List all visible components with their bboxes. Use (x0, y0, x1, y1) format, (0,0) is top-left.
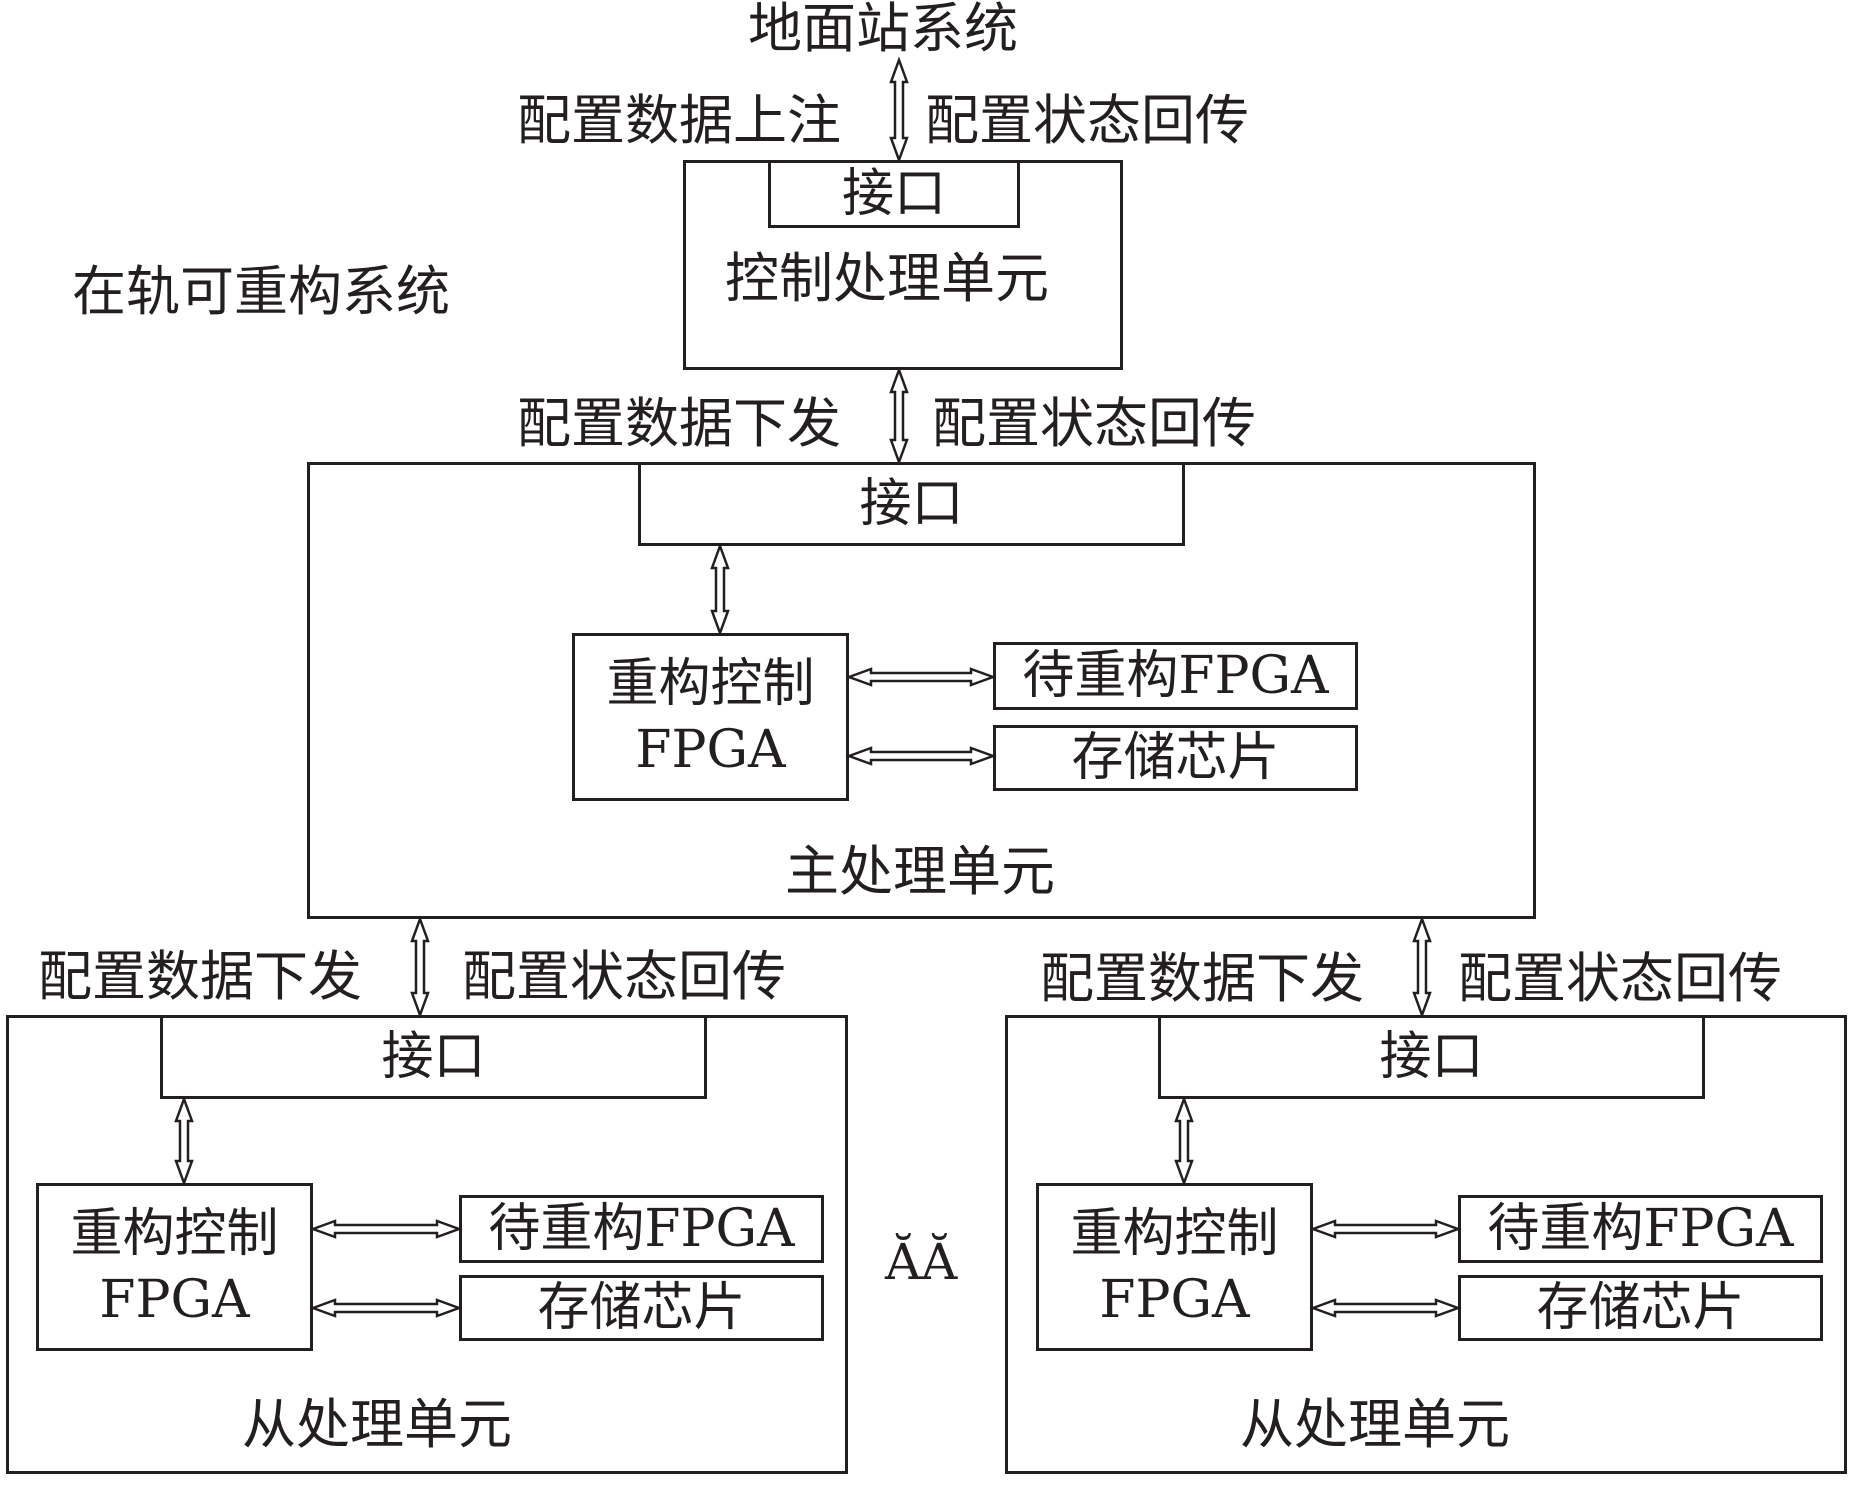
slave-right-reconfig-fpga-box: 重构控制 FPGA (1036, 1183, 1313, 1351)
arrow-main-to-slave-right (1412, 915, 1432, 1019)
main-reconfig-fpga-line2: FPGA (635, 720, 786, 780)
main-interface-box: 接口 (638, 462, 1185, 546)
system-label: 在轨可重构系统 (72, 260, 450, 323)
control-unit-label: 控制处理单元 (725, 247, 1049, 310)
slave-left-reconfig-fpga-line1: 重构控制 (70, 1204, 279, 1264)
slave-right-status-return-label: 配置状态回传 (1458, 947, 1782, 1010)
slave-left-unit-label: 从处理单元 (242, 1393, 512, 1456)
main-storage-label: 存储芯片 (1071, 728, 1280, 788)
main-storage-box: 存储芯片 (993, 725, 1358, 791)
uplink-label: 配置数据上注 (517, 89, 841, 152)
slave-right-unit-label: 从处理单元 (1240, 1393, 1510, 1456)
control-interface-box: 接口 (768, 160, 1020, 228)
control-status-return-label: 配置状态回传 (925, 89, 1249, 152)
slave-left-target-fpga-label: 待重构FPGA (488, 1199, 795, 1259)
main-downlink-label: 配置数据下发 (517, 392, 841, 455)
main-interface-label: 接口 (859, 474, 964, 534)
main-status-return-label: 配置状态回传 (932, 392, 1256, 455)
slave-left-storage-box: 存储芯片 (459, 1275, 824, 1341)
arrow-slave-left-interface-to-fpga (174, 1095, 194, 1187)
ground-station-label: 地面站系统 (748, 0, 1018, 60)
main-target-fpga-box: 待重构FPGA (993, 642, 1358, 710)
slave-left-reconfig-fpga-box: 重构控制 FPGA (36, 1183, 313, 1351)
slave-left-interface-label: 接口 (381, 1027, 486, 1087)
control-interface-label: 接口 (841, 164, 946, 224)
arrow-control-to-main (889, 366, 909, 466)
slave-right-interface-box: 接口 (1158, 1015, 1705, 1099)
arrow-main-to-slave-left (410, 915, 430, 1019)
arrow-main-fpga-to-storage (845, 746, 997, 766)
slave-right-reconfig-fpga-line1: 重构控制 (1070, 1204, 1279, 1264)
main-unit-label: 主处理单元 (785, 840, 1055, 903)
slave-left-target-fpga-box: 待重构FPGA (459, 1195, 824, 1263)
arrow-slave-right-fpga-to-target (1309, 1219, 1462, 1239)
slave-left-status-return-label: 配置状态回传 (462, 945, 786, 1008)
slave-left-interface-box: 接口 (160, 1015, 707, 1099)
arrow-main-interface-to-fpga (710, 542, 730, 637)
slave-left-storage-label: 存储芯片 (537, 1278, 746, 1338)
arrow-slave-left-fpga-to-storage (309, 1298, 463, 1318)
slave-left-downlink-label: 配置数据下发 (38, 945, 362, 1008)
slave-right-storage-label: 存储芯片 (1536, 1278, 1745, 1338)
arrow-ground-to-control (889, 56, 909, 164)
main-target-fpga-label: 待重构FPGA (1022, 646, 1329, 706)
slave-right-downlink-label: 配置数据下发 (1040, 947, 1364, 1010)
slave-right-target-fpga-box: 待重构FPGA (1458, 1195, 1823, 1263)
ellipsis-label: ĂĂ (885, 1233, 958, 1291)
arrow-slave-right-fpga-to-storage (1309, 1298, 1462, 1318)
slave-right-reconfig-fpga-line2: FPGA (1099, 1270, 1250, 1330)
main-reconfig-fpga-box: 重构控制 FPGA (572, 633, 849, 801)
slave-right-target-fpga-label: 待重构FPGA (1487, 1199, 1794, 1259)
arrow-slave-right-interface-to-fpga (1174, 1095, 1194, 1187)
arrow-main-fpga-to-target (845, 667, 997, 687)
main-reconfig-fpga-line1: 重构控制 (606, 654, 815, 714)
arrow-slave-left-fpga-to-target (309, 1219, 463, 1239)
slave-left-reconfig-fpga-line2: FPGA (99, 1270, 250, 1330)
slave-right-interface-label: 接口 (1379, 1027, 1484, 1087)
